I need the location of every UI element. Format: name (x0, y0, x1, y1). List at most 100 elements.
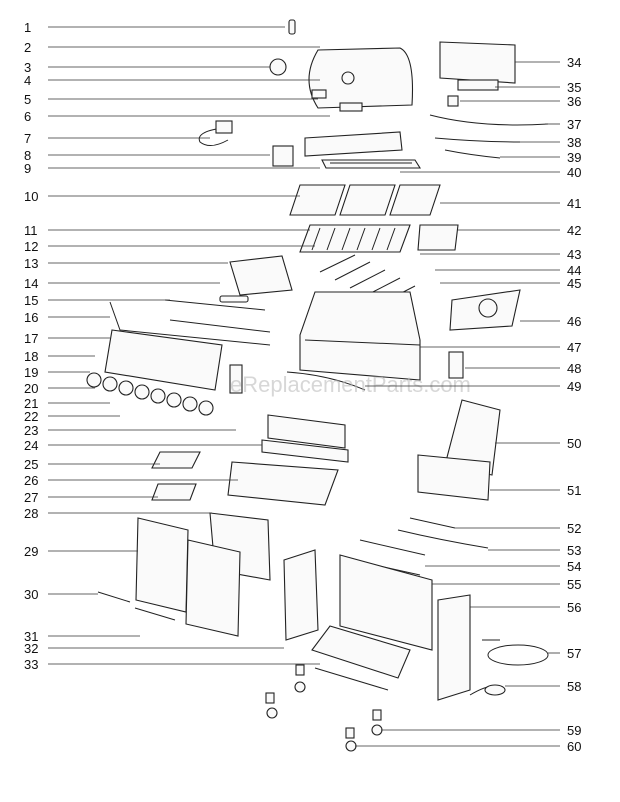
part-side-burner-lid (229, 255, 293, 296)
callout-30: 30 (24, 587, 38, 602)
callout-45: 45 (567, 276, 581, 291)
callout-47: 47 (567, 340, 581, 355)
callout-6: 6 (24, 109, 31, 124)
callout-10: 10 (24, 189, 38, 204)
callout-17: 17 (24, 331, 38, 346)
callout-23: 23 (24, 423, 38, 438)
part-casters (265, 664, 383, 752)
callout-51: 51 (567, 483, 581, 498)
callout-40: 40 (567, 165, 581, 180)
part-door-handles (97, 591, 176, 621)
callout-46: 46 (567, 314, 581, 329)
callout-18: 18 (24, 349, 38, 364)
callout-55: 55 (567, 577, 581, 592)
callout-59: 59 (567, 723, 581, 738)
part-gas-line (482, 639, 549, 666)
part-regulator (448, 351, 464, 379)
part-upper-right-pieces (304, 41, 549, 159)
callout-54: 54 (567, 559, 581, 574)
part-bottom-tray (227, 461, 339, 506)
part-side-burner (449, 289, 521, 331)
callout-43: 43 (567, 247, 581, 262)
callout-1: 1 (24, 20, 31, 35)
parts-drawings (86, 19, 549, 752)
left-callout-numbers: 1234567891011121314151617181920212223242… (24, 20, 38, 672)
callout-14: 14 (24, 276, 38, 291)
callout-37: 37 (567, 117, 581, 132)
part-valves (164, 299, 271, 333)
part-cooking-grates (289, 184, 441, 216)
part-bottom-shelf (311, 625, 411, 679)
part-right-side-panel (437, 594, 471, 701)
callout-34: 34 (567, 55, 581, 70)
callout-24: 24 (24, 438, 38, 453)
part-igniter-button (229, 364, 243, 394)
part-bracket (272, 145, 294, 167)
part-bottom-rail (314, 667, 389, 691)
part-left-side-panel (283, 549, 319, 641)
watermark-text: eReplacementParts.com (230, 372, 471, 397)
callout-49: 49 (567, 379, 581, 394)
callout-5: 5 (24, 92, 31, 107)
callout-16: 16 (24, 310, 38, 325)
callout-22: 22 (24, 409, 38, 424)
callout-4: 4 (24, 73, 31, 88)
callout-44: 44 (567, 263, 581, 278)
callout-9: 9 (24, 161, 31, 176)
part-hose (286, 371, 366, 391)
callout-20: 20 (24, 381, 38, 396)
callout-7: 7 (24, 131, 31, 146)
part-screw (288, 19, 296, 35)
part-cookbox (299, 291, 421, 381)
callout-29: 29 (24, 544, 38, 559)
part-side-table (417, 399, 501, 501)
callout-26: 26 (24, 473, 38, 488)
callout-2: 2 (24, 40, 31, 55)
part-thermometer (269, 58, 287, 76)
callout-53: 53 (567, 543, 581, 558)
part-knobs (86, 372, 214, 416)
part-crossover-tube (219, 295, 249, 303)
part-catch-pan (151, 483, 197, 501)
part-heat-deflector (417, 224, 459, 251)
part-drip-tray (151, 451, 201, 469)
part-burner-tubes (319, 254, 416, 305)
callout-13: 13 (24, 256, 38, 271)
part-control-panel (104, 329, 223, 391)
part-manifold (109, 301, 271, 346)
callout-58: 58 (567, 679, 581, 694)
callout-50: 50 (567, 436, 581, 451)
part-igniter (198, 120, 233, 146)
callout-12: 12 (24, 239, 38, 254)
callout-33: 33 (24, 657, 38, 672)
callout-8: 8 (24, 148, 31, 163)
part-back-panel (339, 554, 433, 651)
callout-42: 42 (567, 223, 581, 238)
callout-35: 35 (567, 80, 581, 95)
part-doors (135, 517, 241, 637)
callout-27: 27 (24, 490, 38, 505)
part-front-rail (261, 414, 349, 463)
callout-32: 32 (24, 641, 38, 656)
leader-lines (48, 26, 560, 747)
callout-57: 57 (567, 646, 581, 661)
part-lid (308, 47, 414, 112)
callout-28: 28 (24, 506, 38, 521)
callout-15: 15 (24, 293, 38, 308)
callout-31: 31 (24, 629, 38, 644)
callout-56: 56 (567, 600, 581, 615)
callout-39: 39 (567, 150, 581, 165)
callout-38: 38 (567, 135, 581, 150)
callout-21: 21 (24, 396, 38, 411)
callout-19: 19 (24, 365, 38, 380)
callout-25: 25 (24, 457, 38, 472)
callout-48: 48 (567, 361, 581, 376)
part-regulator-hose (469, 684, 506, 696)
right-callout-numbers: 3435363738394041424344454647484950515253… (567, 55, 581, 754)
part-warming-rack (321, 159, 421, 169)
callout-3: 3 (24, 60, 31, 75)
callout-41: 41 (567, 196, 581, 211)
callout-36: 36 (567, 94, 581, 109)
callout-60: 60 (567, 739, 581, 754)
callout-11: 11 (24, 223, 38, 238)
